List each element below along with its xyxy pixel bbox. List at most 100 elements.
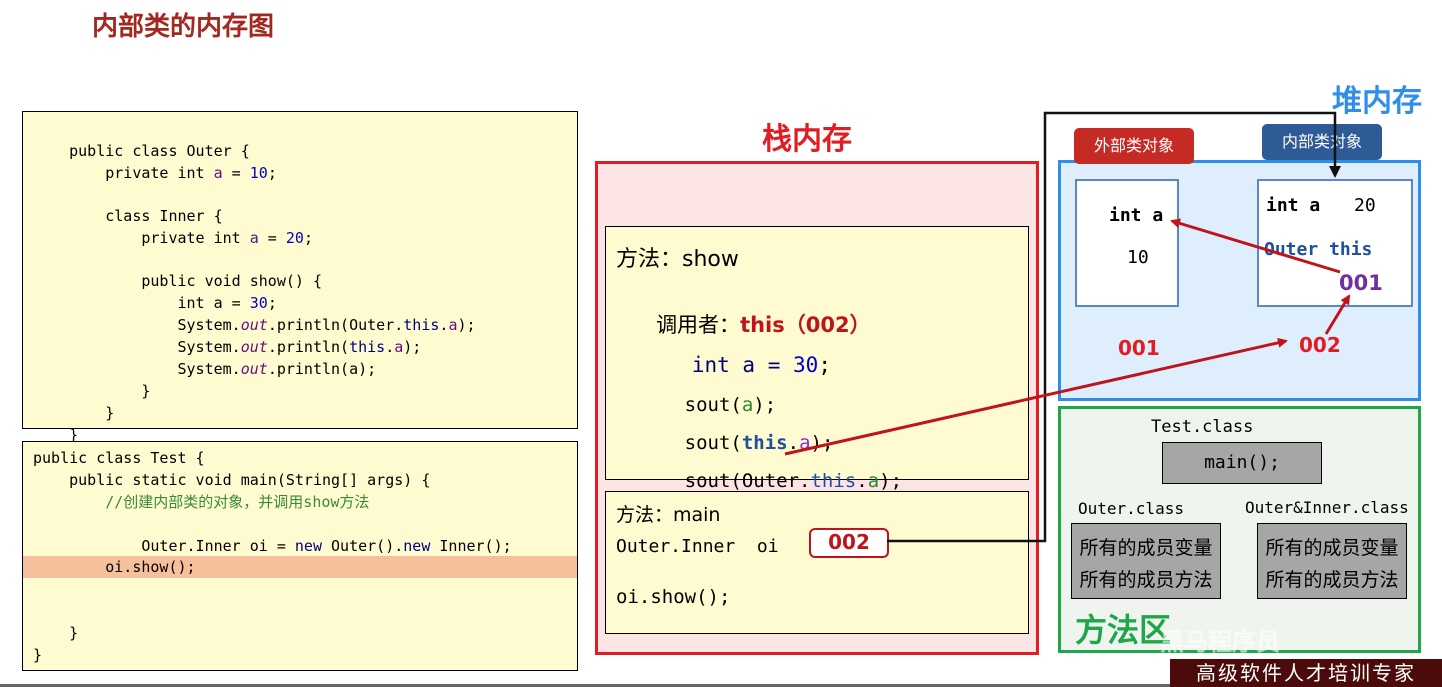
code-line: public class Outer { (33, 118, 577, 160)
member-methods-text: 所有的成员方法 (1079, 569, 1213, 591)
code-text: } (33, 624, 79, 642)
code-text: System. (69, 360, 241, 378)
code-text: ; (267, 164, 277, 182)
local-var-oi: Outer.Inner oi (616, 536, 779, 557)
code-text: oi.show(); (33, 558, 196, 576)
outer-object: int a 10 (1075, 179, 1179, 307)
code-text: = (222, 164, 250, 182)
watermark-logo: 黑马程序员 (1160, 628, 1280, 656)
code-static-field: out (240, 338, 268, 356)
code-keyword: this (349, 338, 386, 356)
code-line: private int a = 20; (33, 205, 577, 247)
field-text: int a (1109, 205, 1164, 226)
inner-object: int a 20 Outer this 001 (1257, 179, 1413, 307)
code-static-field: out (240, 360, 268, 378)
code-field: a (249, 229, 259, 247)
outer-field-value: 10 (1127, 247, 1149, 268)
code-text: public class Outer { (69, 142, 250, 160)
main-method-frame: 方法：main Outer.Inner oi 002 oi.show(); (605, 491, 1029, 634)
code-keyword: this (741, 432, 788, 454)
code-text: . (856, 470, 868, 492)
code-text: ); (753, 394, 777, 416)
code-text: Outer(). (322, 537, 404, 555)
code-field: a (394, 338, 404, 356)
heap-label: 堆内存 (1332, 84, 1422, 119)
outer-class-members: 所有的成员变量 所有的成员方法 (1071, 523, 1221, 599)
code-text: System. (69, 316, 241, 334)
code-text: } (69, 382, 151, 400)
inner-field-value: 20 (1354, 195, 1376, 216)
reference-box: 002 (809, 528, 889, 558)
code-line: } (33, 622, 577, 644)
brand-banner: 高级软件人才培训专家 (1170, 659, 1442, 687)
code-text: ); (879, 470, 903, 492)
code-text: } (33, 646, 43, 664)
code-line: } (33, 402, 577, 444)
member-vars-text: 所有的成员变量 (1079, 537, 1213, 559)
code-keyword: new (403, 537, 431, 555)
code-text: private int (69, 229, 250, 247)
inner-object-address: 002 (1299, 333, 1341, 357)
code-text: ; (818, 353, 831, 377)
code-text: private int (69, 164, 214, 182)
code-var: a (867, 470, 880, 492)
code-text: . (385, 338, 395, 356)
code-number: 10 (249, 164, 268, 182)
inner-field-decl: int a (1266, 195, 1320, 216)
code-comment-text: //创建内部类的对象，并调用show方法 (33, 493, 370, 511)
code-text: public static void main(String[] args) { (33, 471, 431, 489)
member-vars-text: 所有的成员变量 (1265, 537, 1399, 559)
code-static-field: out (240, 316, 268, 334)
code-keyword: this (403, 316, 440, 334)
code-line: } (33, 358, 577, 400)
caller-value: this（002） (740, 313, 871, 337)
code-field: a (448, 316, 458, 334)
outer-this-value: 001 (1339, 271, 1383, 295)
test-class-code: public class Test { public static void m… (22, 441, 578, 671)
code-text: ; (267, 294, 277, 312)
highlighted-code-line: oi.show(); (23, 556, 577, 578)
code-text: Outer.Inner oi = (69, 537, 295, 555)
code-text: .println( (267, 338, 350, 356)
code-comment: //创建内部类的对象，并调用show方法 (33, 491, 577, 513)
outer-class-label: Outer.class (1078, 499, 1184, 518)
code-keyword: new (294, 537, 322, 555)
code-line: Outer.Inner oi = new Outer().new Inner()… (33, 513, 577, 555)
code-text: public void show() { (69, 272, 322, 290)
code-line: private int a = 10; (33, 140, 577, 182)
code-text: = (258, 229, 286, 247)
member-methods-text: 所有的成员方法 (1265, 569, 1399, 591)
code-number: 20 (285, 229, 304, 247)
code-text: ); (457, 316, 476, 334)
stack-memory: 方法：show 调用者：this（002） int a = 30; sout(a… (595, 161, 1039, 655)
inner-class-members: 所有的成员变量 所有的成员方法 (1257, 523, 1407, 599)
code-text: int a = (691, 353, 794, 377)
code-text: sout( (684, 394, 742, 416)
frame-method-name: 方法：main (616, 504, 721, 526)
frame-method-name: 方法：show (616, 247, 739, 272)
inner-class-label: Outer&Inner.class (1245, 498, 1409, 517)
bottom-divider (0, 684, 1170, 687)
page-title: 内部类的内存图 (92, 12, 275, 42)
code-line: } (33, 644, 577, 666)
code-number: 30 (249, 294, 268, 312)
code-line: int a = 30; (33, 270, 577, 312)
code-text: sout( (684, 432, 742, 454)
code-text: System. (69, 338, 241, 356)
outer-object-tag: 外部类对象 (1074, 128, 1194, 164)
caller-label: 调用者： (656, 313, 741, 337)
sout-line: sout(a); (616, 372, 777, 438)
outer-field-decl: int a (1109, 205, 1163, 226)
test-class-label: Test.class (1151, 417, 1254, 437)
code-text: .println(a); (267, 360, 377, 378)
outer-this-field: Outer this (1264, 239, 1373, 260)
code-number: 30 (793, 353, 819, 377)
caller-row: 调用者：this（002） (616, 285, 871, 363)
method-area: Test.class main(); Outer.class Outer&Inn… (1058, 406, 1421, 653)
code-line: public static void main(String[] args) { (33, 469, 577, 491)
outer-object-address: 001 (1118, 336, 1160, 360)
code-line: } (33, 380, 577, 422)
code-text: .println(Outer. (267, 316, 404, 334)
code-text: } (69, 404, 115, 422)
code-var: a (741, 394, 754, 416)
